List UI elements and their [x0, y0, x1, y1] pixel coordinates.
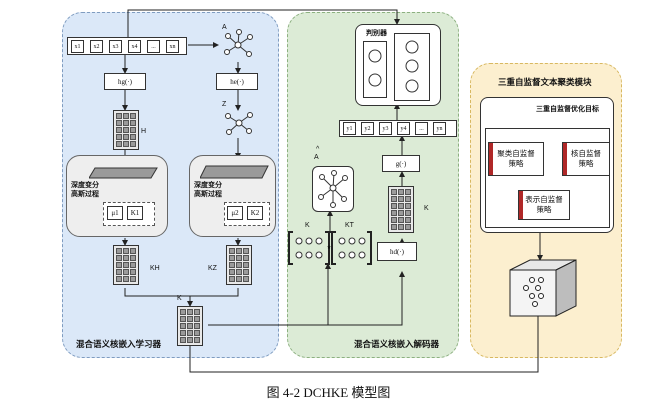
right-gaussian-process: 深度变分高斯过程 μ2 K2 [189, 155, 276, 237]
k2-box: K2 [247, 206, 263, 220]
k1-box: K1 [127, 206, 143, 220]
cluster-strategy: 聚类自监督策略 [488, 142, 544, 176]
cluster-cube-icon [509, 259, 577, 317]
input-sequence: x1 x2 x3 x4 ... xn [67, 37, 187, 55]
he-encoder: he(·) [216, 73, 258, 90]
left-gp-title: 深度变分高斯过程 [71, 182, 99, 198]
graph-a-label: A [222, 24, 227, 31]
mu1-box: μ1 [107, 206, 123, 220]
graph-z-label: Z [222, 101, 227, 108]
kernel-strategy: 核自监督策略 [562, 142, 610, 176]
kh-matrix [113, 245, 139, 285]
discriminator-unit [394, 33, 430, 101]
k-fused-matrix [177, 306, 203, 346]
output-cell: y4 [397, 122, 410, 135]
kz-label: KZ [208, 265, 217, 272]
repr-strategy-label: 表示自监督策略 [525, 195, 563, 214]
input-cell: x2 [90, 40, 103, 53]
svg-text:*: * [327, 244, 331, 254]
input-cell: xn [166, 40, 179, 53]
k-fused-label: K [177, 295, 182, 302]
input-cell: x3 [109, 40, 122, 53]
hd-decoder: hd(·) [377, 242, 417, 261]
hg-encoder: hg(·) [104, 73, 146, 90]
discriminator: 判别器 [355, 24, 441, 106]
output-cell: yn [433, 122, 446, 135]
discriminator-unit [363, 41, 387, 98]
kernel-strategy-label: 核自监督策略 [571, 149, 601, 168]
discriminator-label: 判别器 [366, 30, 387, 37]
k-product-icon: * [288, 231, 372, 265]
optimizer-inner [485, 128, 610, 228]
mu2-box: μ2 [227, 206, 243, 220]
a-hat-label: A [314, 154, 319, 161]
output-cell: y3 [379, 122, 392, 135]
a-hat-caret: ^ [316, 146, 320, 153]
figure-caption: 图 4-2 DCHKE 模型图 [266, 385, 391, 400]
optimizer-title: 三重自监督优化目标 [536, 106, 599, 113]
h-matrix [113, 110, 139, 150]
k-left-label: K [305, 222, 310, 229]
decoder-k-label: K [424, 205, 429, 212]
input-cell: x4 [128, 40, 141, 53]
learner-label: 混合语义核嵌入学习器 [76, 339, 162, 349]
left-gaussian-process: 深度变分高斯过程 μ1 K1 [66, 155, 168, 237]
input-cell: x1 [71, 40, 84, 53]
output-cell: y1 [343, 122, 356, 135]
h-label: H [141, 128, 147, 135]
kz-matrix [226, 245, 252, 285]
decoder-label: 混合语义核嵌入解码器 [354, 339, 440, 349]
plate-icon [200, 165, 269, 179]
output-cell: ... [415, 122, 428, 135]
repr-strategy: 表示自监督策略 [518, 190, 570, 220]
input-cell: ... [147, 40, 160, 53]
cluster-module-label: 三重自监督文本聚类模块 [498, 77, 592, 87]
kh-label: KH [150, 265, 160, 272]
decoder-matrix [388, 186, 414, 233]
plate-icon [89, 167, 158, 179]
right-gp-title: 深度变分高斯过程 [194, 182, 222, 198]
graph-z-icon [225, 112, 253, 135]
g-decoder: g(·) [382, 155, 420, 172]
graph-a-icon [224, 29, 253, 57]
output-cell: y2 [361, 122, 374, 135]
a-hat-graph [312, 166, 354, 212]
output-sequence: y1 y2 y3 y4 ... yn [339, 120, 457, 137]
cluster-strategy-label: 聚类自监督策略 [497, 149, 535, 168]
k-transpose-label: KT [345, 222, 354, 229]
